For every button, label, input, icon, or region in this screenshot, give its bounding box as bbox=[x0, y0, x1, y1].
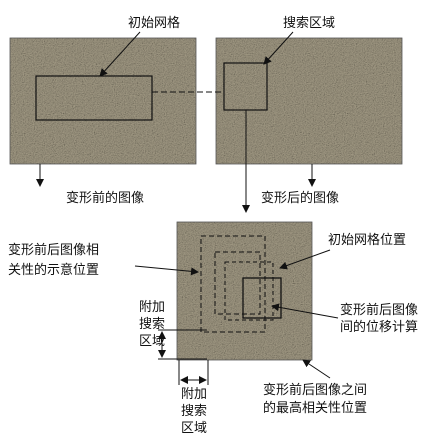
initial-grid-position-label: 初始网格位置 bbox=[328, 232, 406, 248]
highest-correlation-line2: 的最高相关性位置 bbox=[263, 400, 367, 416]
initial-grid-pointer bbox=[99, 31, 141, 77]
after-image-label: 变形后的图像 bbox=[261, 190, 339, 206]
relevance-label-line1: 变形前后图像相 bbox=[8, 242, 99, 258]
relevance-pointer bbox=[134, 265, 199, 276]
correlation-window-outer bbox=[200, 235, 266, 333]
initial-grid-label: 初始网格 bbox=[128, 15, 180, 31]
extra-search-v-line3: 区域 bbox=[139, 334, 165, 349]
highest-correlation-line1: 变形前后图像之间 bbox=[263, 382, 367, 398]
extra-search-v-line2: 搜索 bbox=[139, 317, 165, 332]
extra-search-h-line2: 搜索 bbox=[181, 404, 207, 419]
displacement-label-line2: 间的位移计算 bbox=[340, 319, 418, 335]
relevance-label-line2: 关性的示意位置 bbox=[8, 262, 99, 278]
best-match-box bbox=[242, 277, 282, 319]
extra-search-h-line3: 区域 bbox=[181, 421, 207, 434]
before-image-label: 变形前的图像 bbox=[66, 190, 144, 206]
search-region-pointer bbox=[263, 31, 294, 65]
correlation-image bbox=[176, 221, 313, 361]
correlation-image-texture bbox=[177, 222, 312, 360]
after-image-texture bbox=[216, 38, 402, 164]
highest-correlation-pointer bbox=[302, 359, 331, 379]
correlation-window-inner bbox=[224, 261, 274, 321]
after-image-border bbox=[215, 37, 403, 165]
correlation-image-border bbox=[176, 221, 313, 361]
initial-grid-box bbox=[35, 75, 153, 121]
before-image-texture bbox=[10, 38, 196, 164]
initial-grid-position-pointer bbox=[279, 249, 331, 270]
displacement-label-line1: 变形前后图像 bbox=[340, 302, 418, 318]
after-image bbox=[215, 37, 403, 165]
correlation-window-mid bbox=[214, 251, 261, 315]
extra-search-h-line1: 附加 bbox=[181, 387, 207, 402]
displacement-pointer bbox=[271, 303, 339, 319]
before-image-border bbox=[9, 37, 197, 165]
extra-search-v-line1: 附加 bbox=[139, 300, 165, 315]
search-region-label: 搜索区域 bbox=[283, 16, 335, 31]
before-image bbox=[9, 37, 197, 165]
